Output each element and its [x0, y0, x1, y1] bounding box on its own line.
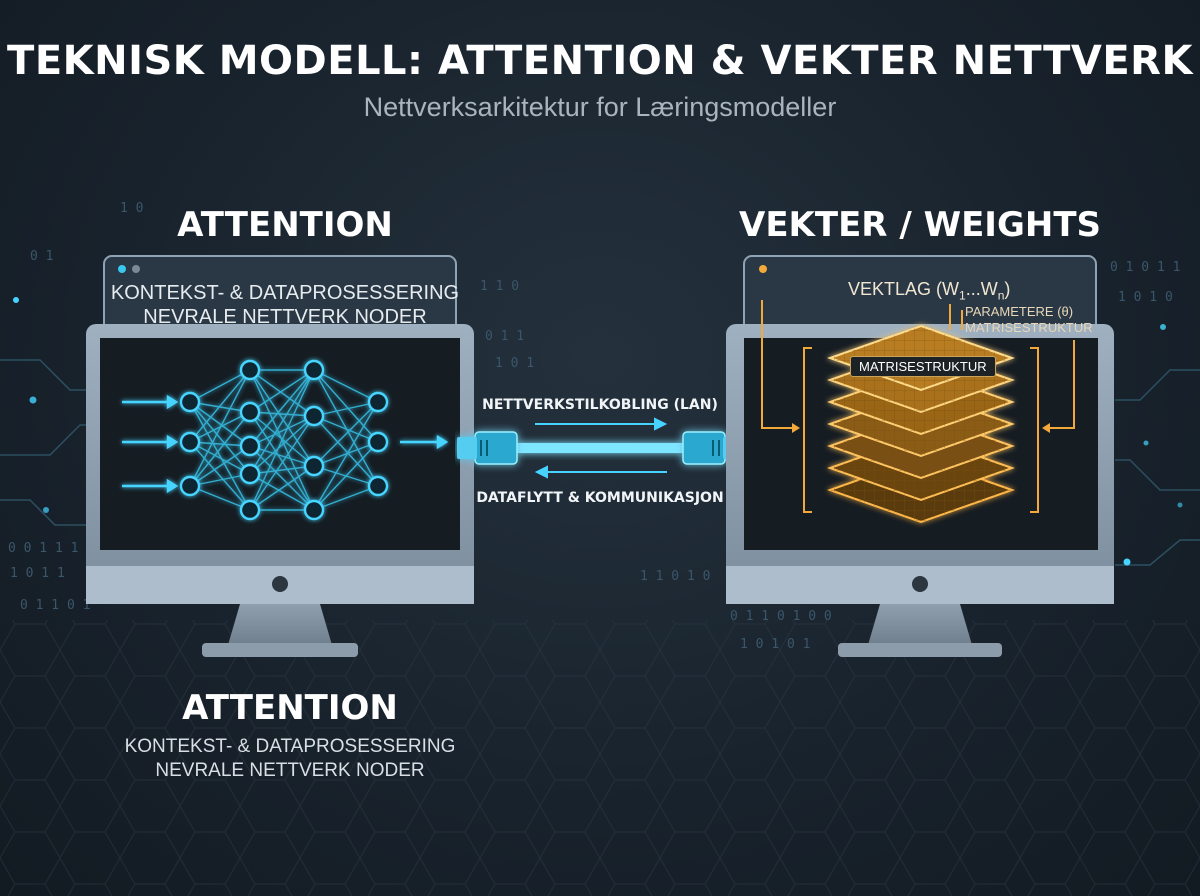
ethernet-plug-icon [457, 431, 518, 465]
weight-layer-suffix: ) [1004, 279, 1011, 299]
neural-network-icon [122, 359, 449, 521]
weight-layer-subn: n [997, 288, 1005, 303]
binary-text: 0 1 1 [485, 329, 524, 344]
matrix-stack-icon [761, 300, 1075, 524]
weight-layer-mid: ...W [965, 279, 998, 299]
arrow-right-icon [535, 417, 668, 431]
attention-bottom-caption: KONTEKST- & DATAPROSESSERING NEVRALE NET… [90, 735, 490, 783]
binary-text: 0 1 [30, 249, 53, 264]
attention-bottom-heading: ATTENTION [182, 688, 398, 728]
binary-text: 1 0 1 0 [1118, 290, 1173, 305]
attention-caption: KONTEKST- & DATAPROSESSERING NEVRALE NET… [105, 281, 465, 329]
binary-text: 1 0 [120, 201, 143, 216]
lan-label: NETTVERKSTILKOBLING (LAN) [482, 397, 718, 413]
weight-layer-sub1: 1 [959, 288, 966, 303]
caption-line: KONTEKST- & DATAPROSESSERING [124, 736, 456, 757]
binary-text: 0 1 1 0 1 [20, 598, 90, 613]
binary-text: 0 1 0 1 1 [1110, 260, 1180, 275]
page-subtitle: Nettverksarkitektur for Læringsmodeller [363, 92, 837, 122]
dataflow-label: DATAFLYTT & KOMMUNIKASJON [476, 490, 724, 506]
binary-text: 1 0 1 [495, 356, 534, 371]
caption-line: NEVRALE NETTVERK NODER [143, 306, 427, 328]
attention-heading: ATTENTION [177, 205, 393, 245]
matrix-structure-badge: MATRISESTRUKTUR [850, 356, 996, 377]
binary-text: 1 1 0 1 0 [640, 569, 710, 584]
caption-line: KONTEKST- & DATAPROSESSERING [110, 282, 460, 304]
caption-line: NEVRALE NETTVERK NODER [155, 760, 425, 781]
arrow-left-icon [534, 465, 667, 479]
binary-text: 1 0 1 1 [10, 566, 65, 581]
weights-heading: VEKTER / WEIGHTS [739, 205, 1101, 245]
param-line: MATRISESTRUKTUR [965, 320, 1093, 335]
weight-layer-label: VEKTLAG (W1...Wn) [848, 279, 1048, 303]
parameter-labels: PARAMETERE (θ) MATRISESTRUKTUR [965, 304, 1105, 336]
param-line: PARAMETERE (θ) [965, 304, 1074, 319]
binary-text: 0 1 1 0 1 0 0 [730, 609, 832, 624]
binary-text: 1 0 1 0 1 [740, 637, 810, 652]
weight-layer-prefix: VEKTLAG (W [848, 279, 960, 299]
page-title: TEKNISK MODELL: ATTENTION & VEKTER NETTV… [7, 38, 1193, 84]
binary-text: 1 1 0 [480, 279, 519, 294]
network-cable [457, 417, 743, 479]
